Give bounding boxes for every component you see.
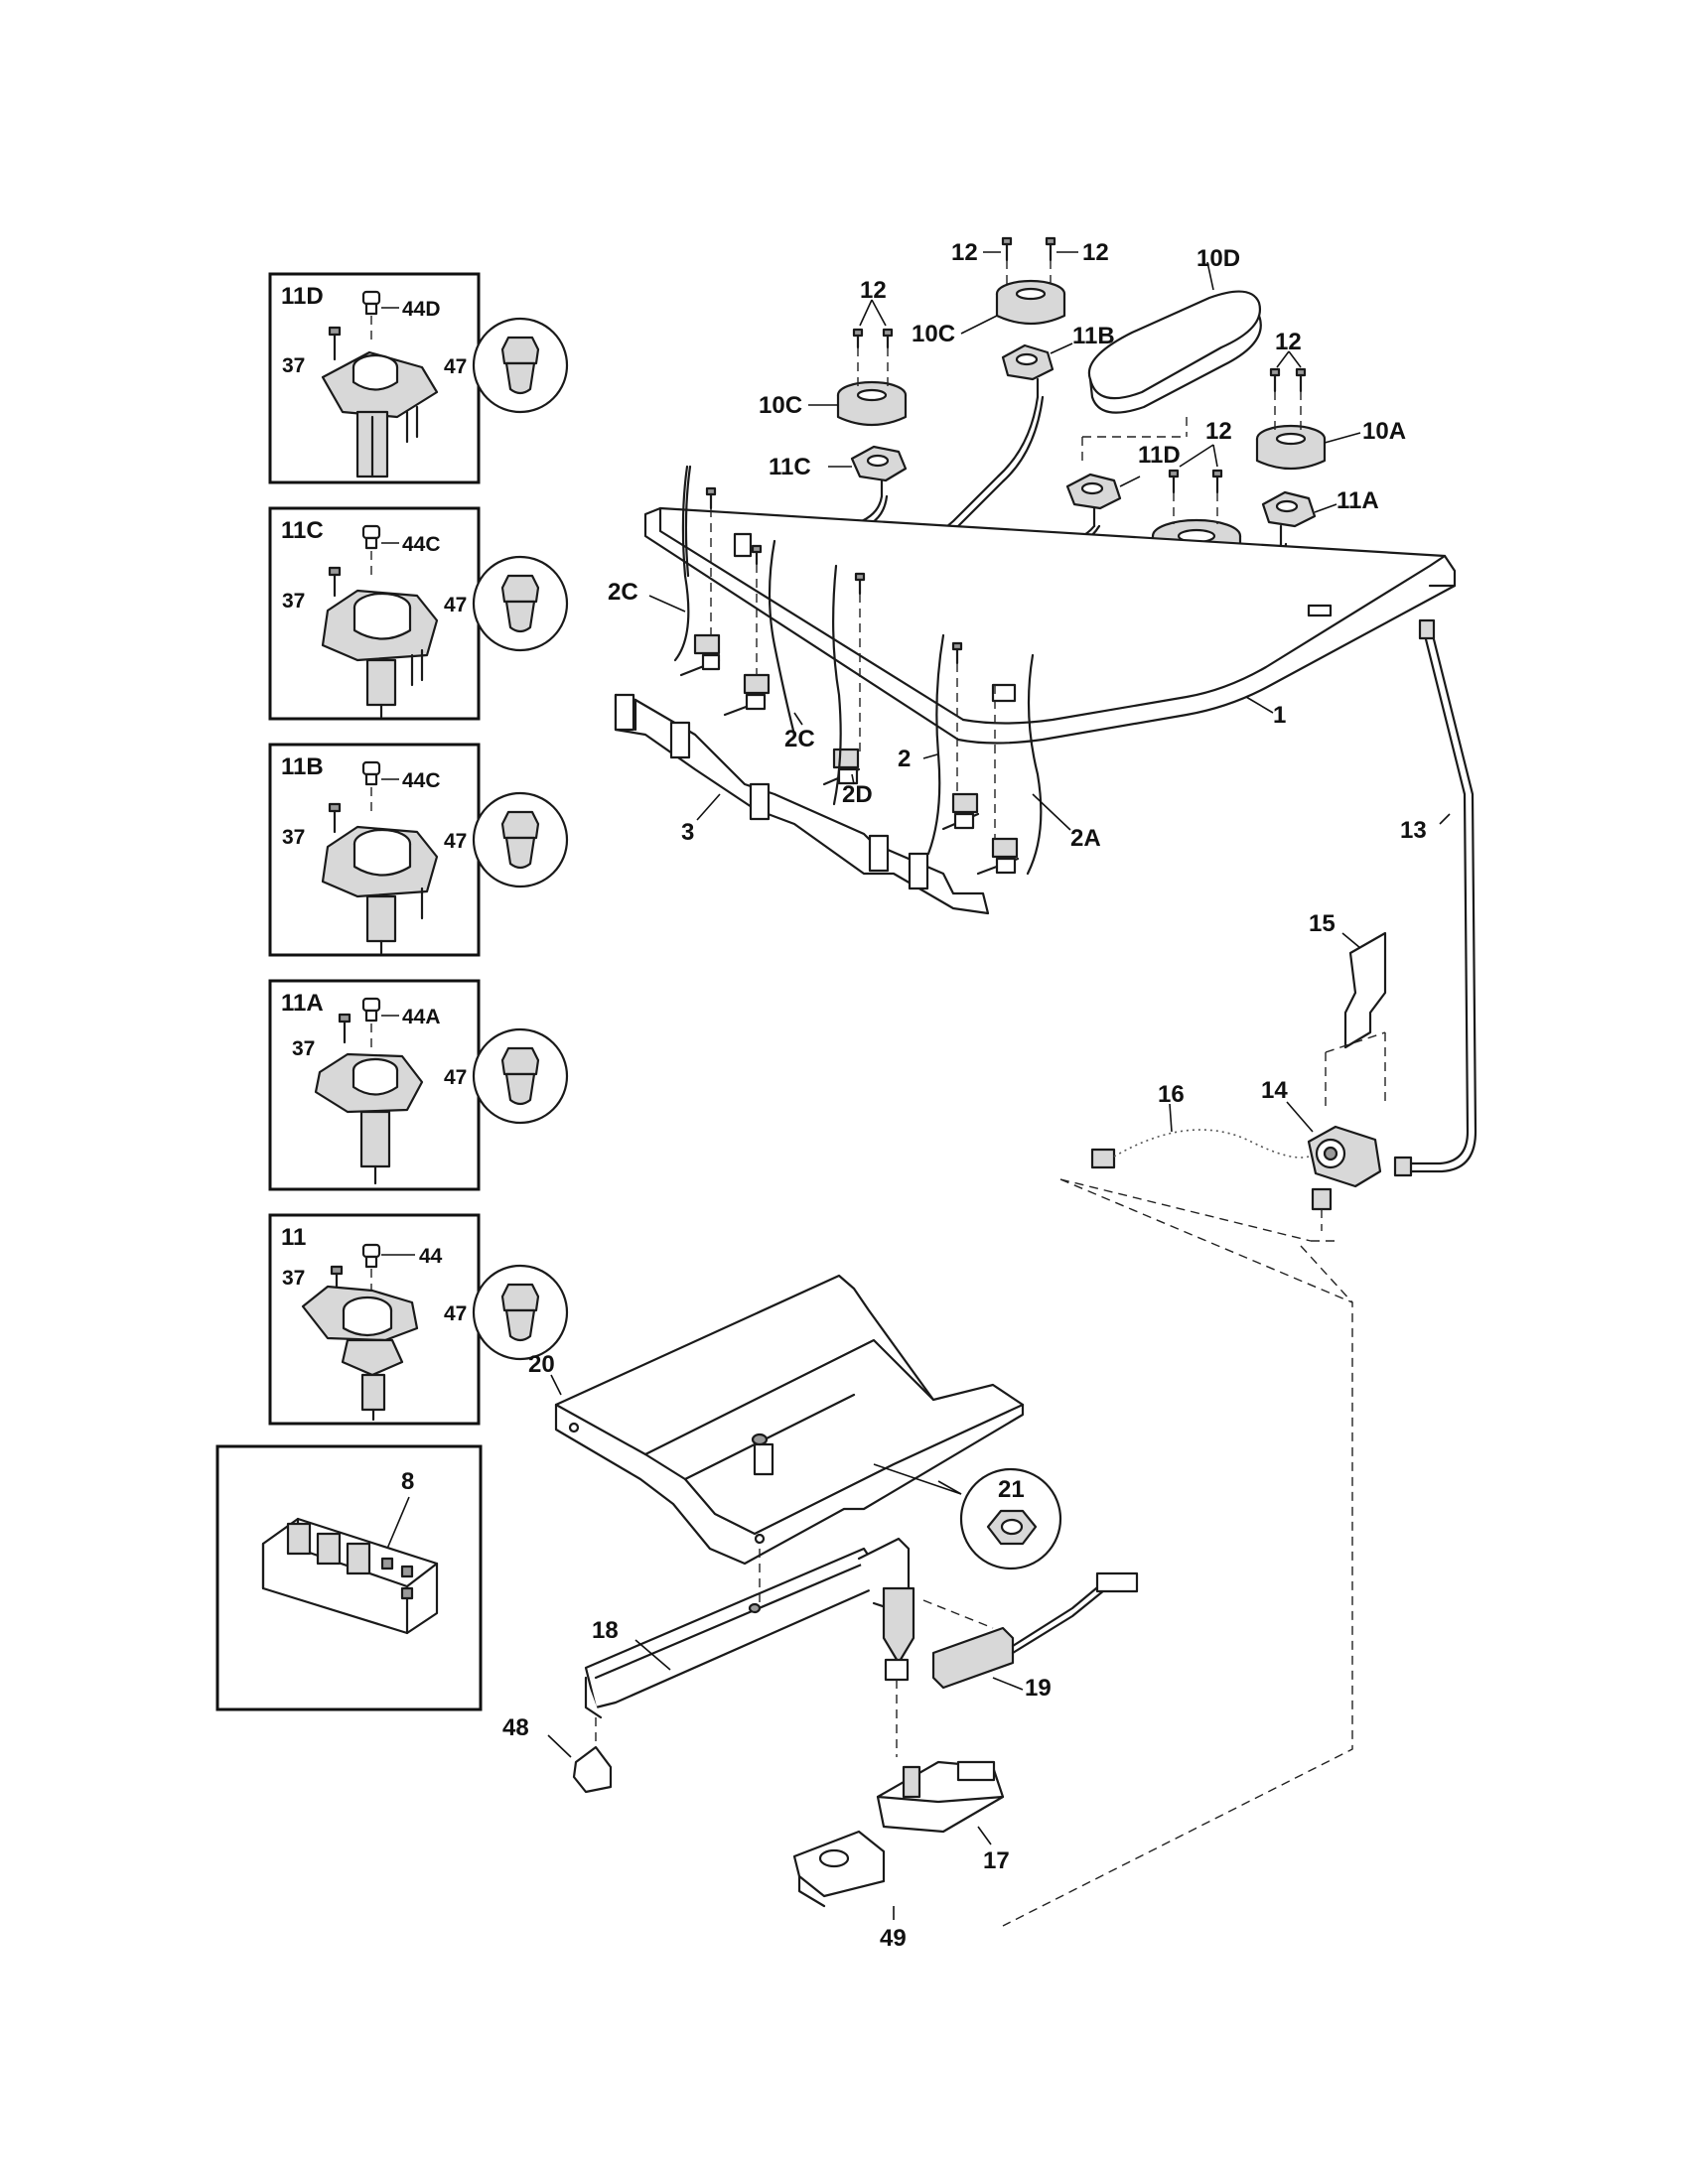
callout-21: 21 [998,1476,1025,1503]
screw-icon [1001,236,1056,262]
callout-12-b: 12 [1082,239,1109,266]
inset-title-11: 11 [281,1224,306,1251]
callout-2: 2 [898,746,911,772]
inset-11c: 11C 44C 37 47 [268,506,569,721]
label-44c-11c: 44C [402,533,441,556]
callout-1: 1 [1273,702,1286,729]
callout-11c: 11C [769,454,811,480]
inset-title-11d: 11D [281,283,324,310]
oven-burner-tube-icon: 18 [584,1537,994,1719]
inset-11: 11 44 37 47 [268,1213,569,1426]
callout-12-c: 12 [860,277,887,304]
heat-shield-icon: 20 [528,1274,1025,1566]
callout-15: 15 [1309,910,1336,937]
label-47-11c: 47 [444,594,467,616]
screw-icon [328,326,342,361]
valve-bracket-49-icon: 49 [792,1830,907,1952]
callout-49: 49 [880,1925,907,1952]
inset-11d: 11D 44D 37 47 [268,272,569,484]
nut-detail-21: 21 [937,1467,1062,1570]
label-44d: 44D [402,298,441,321]
callout-19: 19 [1025,1675,1052,1702]
burner-valve-icon [301,1285,419,1422]
regulator-bracket-icon: 15 [1309,910,1387,1112]
oval-burner-icon [1087,290,1262,414]
orifice-cap-icon [361,290,381,316]
burner-valve-icon [321,589,439,719]
callout-14: 14 [1261,1077,1288,1104]
burner-valve-icon [314,1052,424,1185]
inset-spark-module-8: 8 [215,1444,483,1711]
callout-2a: 2A [1070,825,1101,852]
callout-11d: 11D [1138,442,1181,469]
connector-hose-16: 16 [1059,1081,1340,1242]
callout-12-e: 12 [1205,418,1232,445]
oven-igniter-icon: 19 [931,1571,1139,1702]
callout-2d: 2D [842,781,873,808]
manifold-pipe-icon: 1 [643,506,1457,745]
burner-bracket-48-icon: 48 [502,1714,613,1794]
label-44c-11b: 44C [402,769,441,792]
callout-13: 13 [1400,817,1427,844]
valve-bracket-icon: 3 [614,693,990,915]
orifice-detail-47: 47 [444,317,569,414]
label-8: 8 [401,1468,414,1495]
callout-20: 20 [528,1351,555,1378]
spark-module-icon [261,1517,439,1635]
label-47-11a: 47 [444,1066,467,1089]
inset-title-11a: 11A [281,990,324,1017]
callout-10c-top: 10C [912,321,955,347]
burner-valve-icon [321,825,439,955]
callout-10a: 10A [1362,418,1406,445]
burner-head-icon [995,279,1066,326]
callout-12-d: 12 [1275,329,1302,355]
gas-valves [679,532,1020,876]
label-37-11c: 37 [282,590,305,613]
callout-11a: 11A [1336,487,1379,514]
label-37-11a: 37 [292,1037,315,1060]
callout-2c: 2C [784,726,815,752]
burner-valve-icon [1001,343,1055,399]
burner-valve-icon [321,350,439,478]
callout-2c-left: 2C [608,579,638,606]
callout-10d: 10D [1196,245,1240,272]
label-47-11b: 47 [444,830,467,853]
callout-11b: 11B [1072,323,1115,349]
inset-title-11b: 11B [281,753,324,780]
inset-11a: 11A 44A 37 47 [268,979,569,1191]
callout-10c: 10C [759,392,802,419]
pressure-regulator-icon: 14 [1261,1077,1382,1231]
callout-12-a: 12 [951,239,978,266]
inset-11b: 11B 44C 37 47 [268,743,569,957]
label-37-11d: 37 [282,354,305,377]
callout-48: 48 [502,1714,529,1741]
label-44a: 44A [402,1006,441,1028]
inset-title-11c: 11C [281,517,324,544]
callout-18: 18 [592,1617,619,1644]
label-47-11d: 47 [444,355,467,378]
oven-safety-valve-icon: 17 [876,1680,1010,1874]
label-37-11b: 37 [282,826,305,849]
screw-icon [705,486,996,839]
gas-line-13: 13 [1393,618,1477,1177]
label-44: 44 [419,1245,443,1268]
callout-17: 17 [983,1847,1010,1874]
callout-16: 16 [1158,1081,1185,1108]
callout-3: 3 [681,819,694,846]
ignition-wires: 2C 2C 2 2D 2A [608,465,1101,876]
label-37-11: 37 [282,1267,305,1290]
label-47-11: 47 [444,1302,467,1325]
